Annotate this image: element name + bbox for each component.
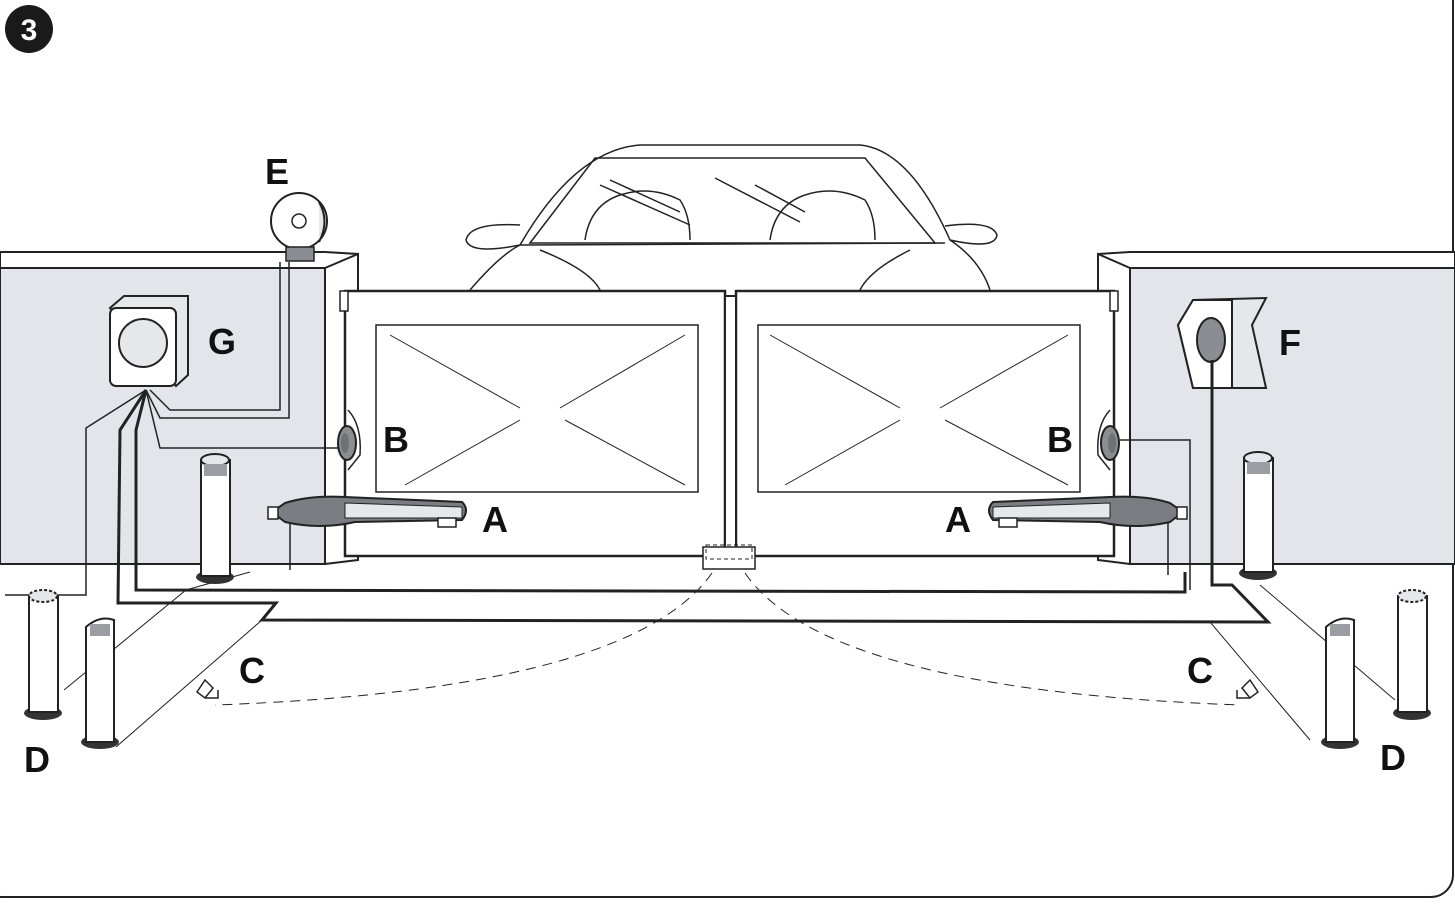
column-right-front-1 [1321, 617, 1359, 749]
column-right-front-2 [1393, 589, 1431, 720]
key-selector [1176, 296, 1268, 389]
motor-right [988, 495, 1188, 528]
figure-number-badge: 3 [5, 5, 53, 53]
column-left-front-2 [81, 617, 119, 749]
photocell-left [337, 425, 357, 461]
label-column-right: D [1380, 737, 1406, 778]
label-column-left: D [24, 739, 50, 780]
label-key-selector: F [1279, 322, 1301, 363]
gate-swing-arcs [214, 572, 1241, 706]
gate-stop-left [195, 678, 219, 700]
label-control-unit: G [208, 321, 236, 362]
label-gate-stop-left: C [239, 650, 265, 691]
car-outline [465, 144, 998, 291]
label-photocell-right: B [1047, 419, 1073, 460]
label-gate-stop-right: C [1187, 650, 1213, 691]
column-left-front-1 [24, 589, 62, 720]
left-gate-leaf [339, 289, 727, 558]
figure-number: 3 [21, 14, 38, 47]
flashing-light [270, 192, 328, 262]
thin-wiring [5, 262, 1191, 596]
center-post [702, 295, 756, 570]
label-flashing-light: E [265, 151, 289, 192]
column-left-back [196, 453, 234, 584]
label-photocell-left: B [383, 419, 409, 460]
control-unit [108, 295, 189, 388]
label-motor-left: A [482, 499, 508, 540]
label-motor-right: A [945, 499, 971, 540]
gate-stop-right [1236, 678, 1260, 700]
column-right-back [1239, 451, 1277, 580]
motor-left [267, 495, 467, 528]
photocell-right [1100, 425, 1120, 461]
